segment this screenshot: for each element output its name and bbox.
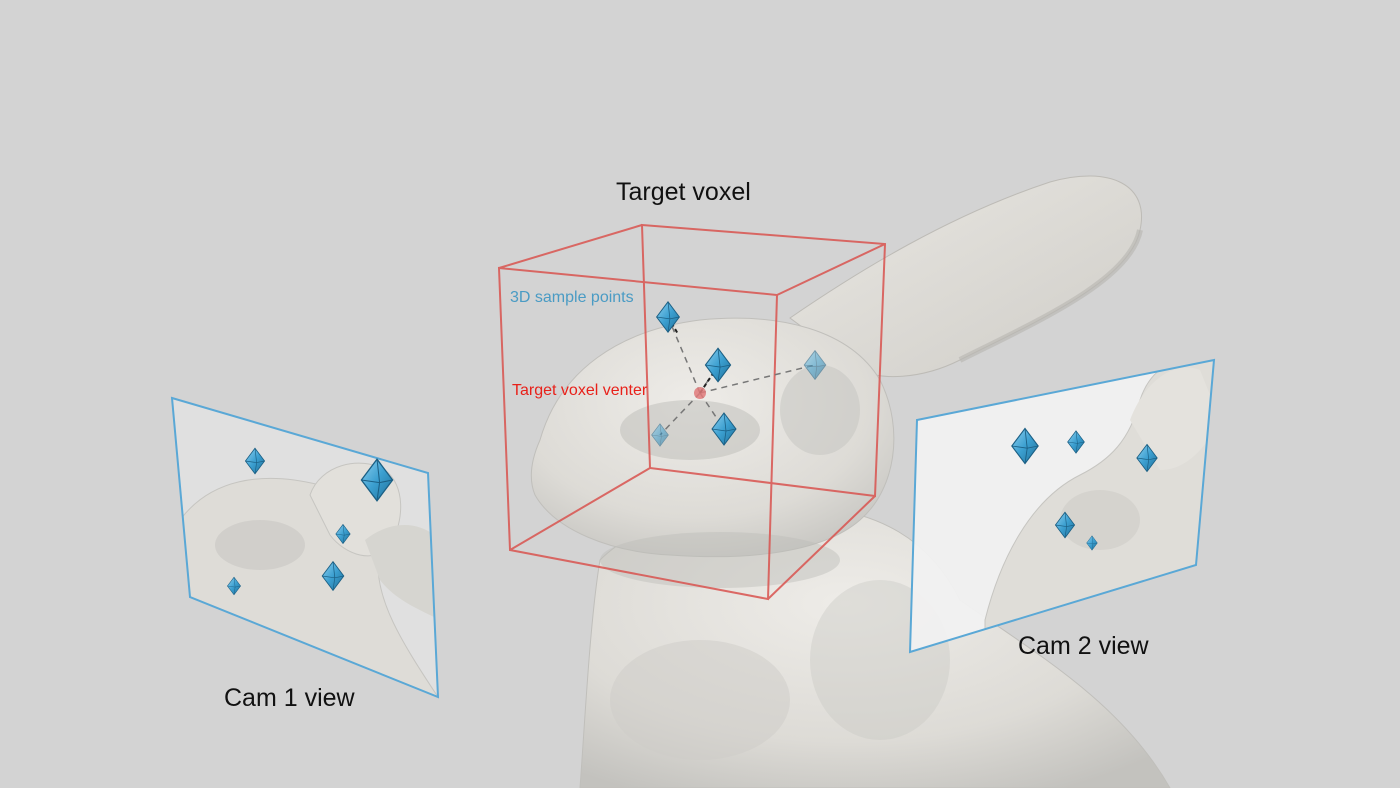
target-voxel-box [497,223,887,601]
voxel-center-point [694,387,706,399]
bunny-model [530,175,1171,788]
cam1-view-plane [170,396,440,699]
cam1-view-label: Cam 1 view [224,684,355,712]
sample-points-label: 3D sample points [510,289,634,306]
cam2-view-plane [908,358,1216,654]
voxel-center-label: Target voxel venter [512,382,648,399]
target-voxel-label: Target voxel [616,178,751,206]
bunny-ear [789,175,1142,377]
cam2-view-label: Cam 2 view [1018,632,1149,660]
